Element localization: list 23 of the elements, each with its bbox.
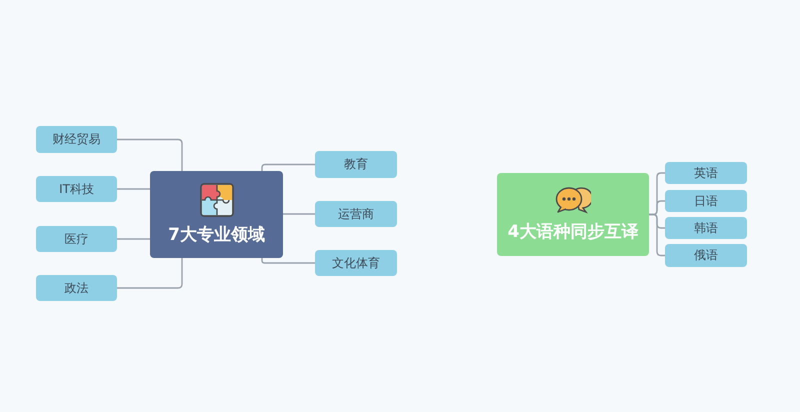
connector-line (283, 213, 315, 215)
connector-line (117, 238, 150, 240)
connector-line (261, 258, 315, 264)
subtopic-box: IT科技 (36, 176, 117, 202)
subtopic-box: 财经贸易 (36, 126, 117, 153)
connector-line (117, 188, 150, 190)
connector-line (649, 214, 665, 256)
topic-title: 4大语种同步互译 (508, 221, 638, 243)
subtopic-box: 英语 (665, 162, 747, 184)
subtopic-box: 医疗 (36, 226, 117, 252)
connector-line (117, 138, 183, 171)
subtopic-box: 运营商 (315, 201, 397, 227)
subtopic-box: 日语 (665, 190, 747, 212)
subtopic-box: 文化体育 (315, 250, 397, 276)
connector-line (261, 164, 315, 171)
subtopic-box: 俄语 (665, 244, 747, 267)
subtopic-box: 政法 (36, 275, 117, 301)
topic-title: 7大专业领域 (168, 224, 265, 246)
central-topic-box (150, 171, 283, 258)
subtopic-box: 教育 (315, 151, 397, 178)
central-topic-box (497, 173, 649, 256)
connector-line (117, 258, 183, 289)
subtopic-box: 韩语 (665, 217, 747, 239)
